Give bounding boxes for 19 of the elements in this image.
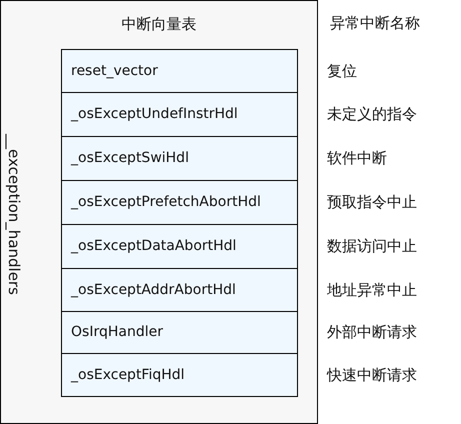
exception-name: 未定义的指令 (327, 104, 417, 124)
handler-name: OsIrqHandler (71, 323, 163, 342)
handler-name: _osExceptUndefInstrHdl (71, 105, 238, 124)
handler-name: _osExceptAddrAbortHdl (71, 280, 236, 300)
exception-name: 复位 (327, 61, 357, 81)
exception-name: 外部中断请求 (327, 322, 417, 342)
exception-name: 数据访问中止 (327, 236, 417, 256)
handler-name: _osExceptPrefetchAbortHdl (71, 193, 261, 212)
column-heading: 异常中断名称 (330, 14, 420, 33)
table-title: 中断向量表 (120, 15, 198, 34)
exception-name: 快速中断请求 (327, 364, 417, 384)
handler-name: _osExceptSwiHdl (71, 149, 189, 168)
exception-name: 预取指令中止 (327, 192, 417, 212)
exception-name: 软件中断 (327, 148, 387, 168)
handler-name: _osExceptFiqHdl (71, 366, 185, 384)
exception-name: 地址异常中止 (327, 280, 417, 300)
vertical-label: __exception_handlers (5, 134, 23, 295)
handler-name: _osExceptDataAbortHdl (71, 237, 236, 256)
handler-name: reset_vector (71, 62, 158, 81)
